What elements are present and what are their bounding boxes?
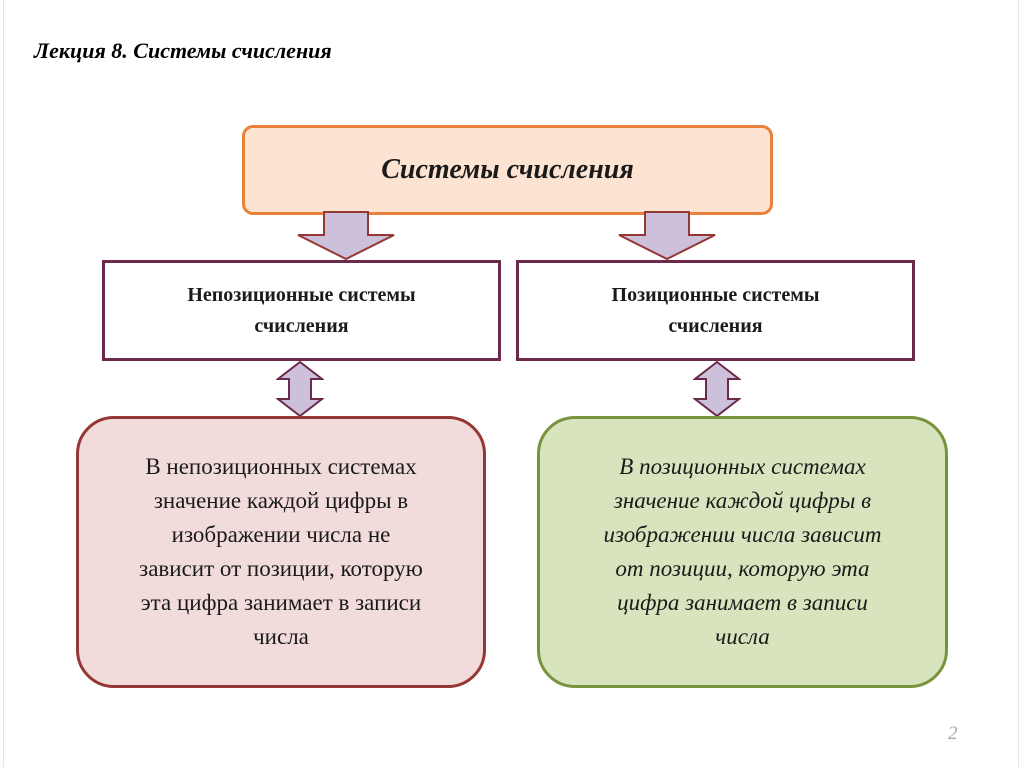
description-line: изображении числа не [171,522,391,547]
slide-frame-right [1018,0,1019,767]
slide-frame-left [3,0,4,767]
lecture-title: Лекция 8. Системы счисления [34,38,332,63]
description-line: числа [253,624,309,649]
description-non-positional: В непозиционных системах значение каждой… [76,416,486,688]
category-non-positional-line2: счисления [254,314,349,337]
category-positional-line2: счисления [668,314,763,337]
description-line: изображении числа зависит [603,522,882,547]
down-arrow-right-icon [618,211,716,261]
description-positional: В позиционных системах значение каждой ц… [537,416,948,688]
description-line: В непозиционных системах [145,454,417,479]
description-line: эта цифра занимает в записи [140,590,422,615]
double-arrow-right-icon [693,361,741,417]
description-line: значение каждой цифры в [153,488,409,513]
root-node: Системы счисления [242,125,773,215]
category-non-positional-line1: Непозиционные системы [187,283,416,306]
description-line: В позиционных системах [619,454,866,479]
category-non-positional: Непозиционные системы счисления [102,260,501,361]
root-node-label: Системы счисления [381,154,634,185]
description-line: зависит от позиции, которую [139,556,423,581]
description-line: цифра занимает в записи [617,590,868,615]
description-line: числа [715,624,770,649]
category-positional-line1: Позиционные системы [611,283,820,306]
double-arrow-left-icon [276,361,324,417]
down-arrow-left-icon [297,211,395,261]
description-line: значение каждой цифры в [613,488,872,513]
page-number: 2 [948,723,958,744]
description-line: от позиции, которую эта [615,556,870,581]
category-positional: Позиционные системы счисления [516,260,915,361]
